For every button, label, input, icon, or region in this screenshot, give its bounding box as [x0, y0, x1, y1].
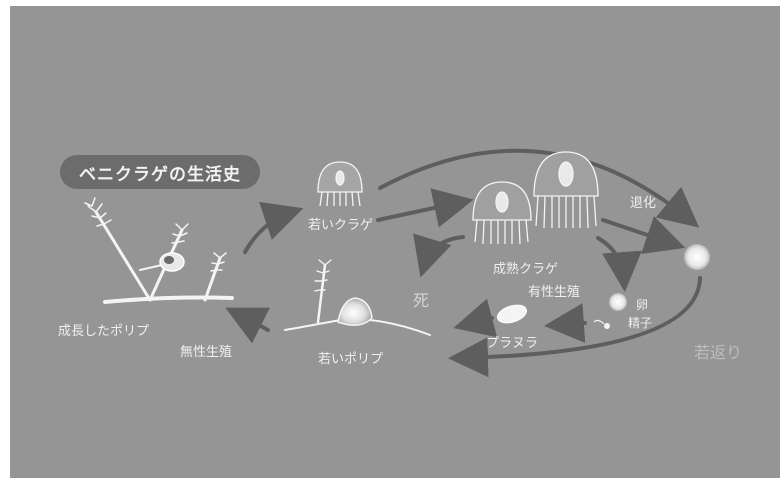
label-planula: プラヌラ [486, 336, 539, 351]
rejuvenation-sphere [684, 244, 710, 270]
arrow-degeneration [601, 216, 686, 254]
arrow-gametes-to-planula [544, 303, 587, 344]
cycle-arrows [225, 148, 702, 378]
label-egg: 卵 [636, 298, 649, 312]
label-asexual-reproduction: 無性生殖 [180, 345, 233, 360]
label-young-jellyfish: 若いクラゲ [308, 218, 374, 233]
grown-polyp-illustration [84, 197, 234, 304]
mature-jellyfish-illustration [472, 151, 599, 245]
label-mature-jellyfish: 成熟クラゲ [493, 262, 559, 277]
young-polyp-illustration [284, 259, 431, 336]
sperm-icon [593, 319, 610, 329]
arrow-young-to-mature-jellyfish [376, 188, 474, 228]
label-grown-polyp: 成長したポリプ [58, 324, 150, 339]
label-sperm: 精子 [628, 316, 653, 330]
label-sexual-reproduction: 有性生殖 [528, 285, 581, 300]
planula-illustration [497, 304, 527, 324]
egg-icon [609, 293, 627, 311]
arrow-mature-to-death [413, 233, 465, 278]
arrow-top-arc-to-rejuvenation-sphere [378, 148, 700, 228]
arrow-young-polyp-to-grown-polyp [225, 307, 270, 344]
arrow-mature-to-sexual-reproduction [596, 236, 642, 292]
label-death: 死 [413, 291, 430, 310]
arrow-polyp-to-young-jellyfish [243, 201, 304, 254]
label-rejuvenation: 若返り [694, 343, 743, 362]
diagram-title: ベニクラゲの生活史 [60, 155, 260, 189]
arrow-planula-to-young-polyp [453, 298, 498, 338]
arrow-rejuvenation-return [448, 276, 702, 378]
label-degeneration: 退化 [630, 196, 657, 211]
label-young-polyp: 若いポリプ [318, 352, 384, 367]
young-jellyfish-illustration [317, 161, 363, 207]
